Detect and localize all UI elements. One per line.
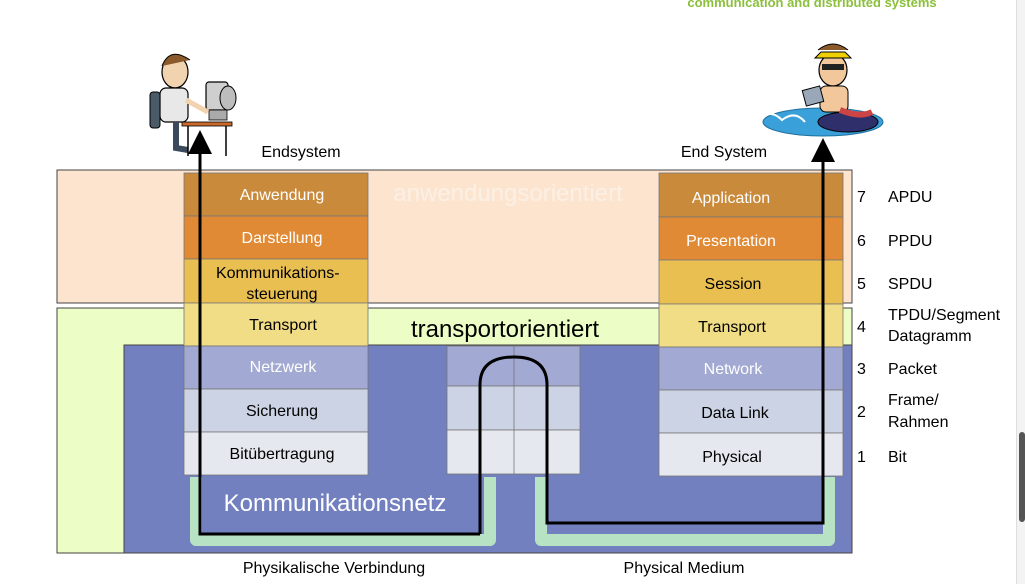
network-zone-label: Kommunikationsnetz [224, 490, 447, 517]
layer-label-right: Data Link [701, 405, 770, 422]
layer-label-right: Physical [702, 449, 762, 466]
layer-label-left: Transport [249, 317, 317, 334]
layer-label-right: Session [705, 276, 762, 293]
physical-link-left [190, 477, 496, 546]
layer-box-right [658, 389, 844, 434]
pdu-label: Bit [888, 449, 907, 466]
layer-number: 6 [857, 233, 866, 250]
bottom-left-label: Physikalische Verbindung [243, 560, 425, 577]
layer-box-left [183, 302, 369, 347]
layer-number: 4 [857, 319, 866, 336]
layer-box-right [658, 172, 844, 218]
layer-box-right [658, 216, 844, 261]
layer-label-right: Application [692, 190, 770, 207]
layer-label-right: Network [704, 361, 764, 378]
pdu-label: APDU [888, 189, 932, 206]
layer-number: 3 [857, 361, 866, 378]
person-at-computer-icon [149, 53, 237, 156]
layer-label-left: Sicherung [246, 403, 318, 420]
layer-label-left-line: Kommunikations- [216, 265, 340, 282]
right-layer-stack: Application Presentation Session Transpo… [658, 172, 844, 477]
header-tagline: communication and distributed systems [687, 0, 936, 10]
layer-number: 2 [857, 404, 866, 421]
layer-label-left: Darstellung [242, 230, 323, 247]
person-on-beach-icon [759, 43, 884, 137]
pdu-column: APDU PPDU SPDU TPDU/Segment Datagramm Pa… [888, 189, 1005, 466]
layer-number-column: 7 6 5 4 3 2 1 [857, 189, 866, 466]
pdu-label-line: TPDU/Segment [888, 307, 1001, 324]
layer-box-left [183, 172, 369, 217]
pdu-label: Frame/ Rahmen [888, 392, 948, 431]
application-zone-watermark: anwendungsorientiert [393, 180, 623, 207]
layer-label-left: Anwendung [240, 187, 325, 204]
layer-box-left [183, 345, 369, 390]
layer-box-right [658, 303, 844, 348]
layer-label-left: Netzwerk [250, 359, 318, 376]
pdu-label: SPDU [888, 276, 932, 293]
layer-label-left-line: steuerung [246, 286, 317, 303]
layer-number: 1 [857, 449, 866, 466]
transport-zone-label: transportorientiert [411, 316, 599, 343]
layer-number: 5 [857, 276, 866, 293]
layer-box-right [658, 432, 844, 477]
layer-label-right: Transport [698, 319, 766, 336]
pdu-label: Packet [888, 361, 937, 378]
layer-box-left [183, 431, 369, 476]
data-path-arrow [478, 138, 835, 534]
intermediate-node [446, 345, 581, 475]
endsystem-left-label: Endsystem [261, 144, 340, 161]
window-edge [1016, 0, 1025, 584]
physical-link-right [535, 477, 835, 546]
pdu-label-line: Datagramm [888, 328, 972, 345]
layer-label-left: Bitübertragung [230, 446, 335, 463]
endsystem-right-label: End System [681, 144, 767, 161]
layer-box-left [183, 388, 369, 433]
layer-label-left: Kommunikations- steuerung [216, 265, 344, 303]
layer-label-right: Presentation [686, 233, 776, 250]
left-layer-stack: Anwendung Darstellung Kommunikations- st… [183, 172, 369, 476]
data-path-arrow [188, 130, 480, 536]
layer-number: 7 [857, 189, 866, 206]
layer-box-right [658, 259, 844, 305]
pdu-label-line: Frame/ [888, 392, 939, 409]
scrollbar[interactable] [1019, 432, 1025, 522]
pdu-label: PPDU [888, 233, 932, 250]
bottom-right-label: Physical Medium [624, 560, 745, 577]
pdu-label-line: Rahmen [888, 414, 948, 431]
pdu-label: TPDU/Segment Datagramm [888, 307, 1005, 345]
layer-box-right [658, 346, 844, 391]
